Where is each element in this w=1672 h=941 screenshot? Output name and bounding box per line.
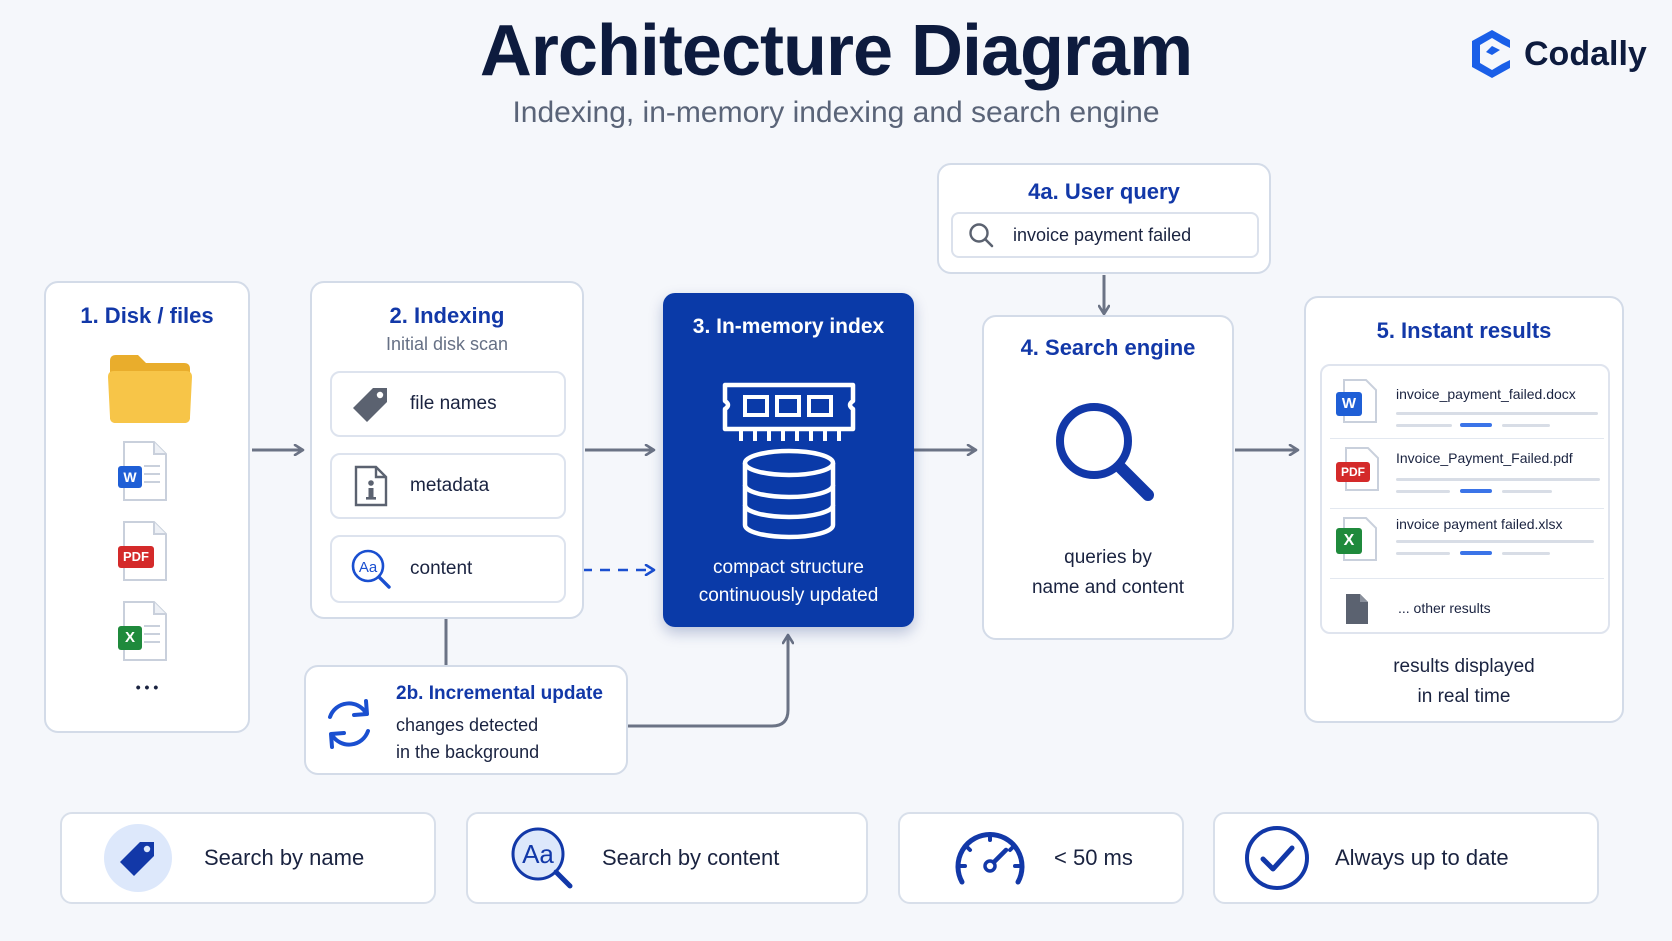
feature-label: Search by content: [602, 845, 780, 870]
text-search-icon: Aa: [511, 827, 573, 889]
info-file-icon: [354, 465, 388, 507]
page-subtitle: Indexing, in-memory indexing and search …: [512, 96, 1160, 129]
result-name: Invoice_Payment_Failed.pdf: [1396, 450, 1573, 466]
feature-label: Search by name: [204, 845, 365, 870]
index-item-label: content: [410, 558, 473, 579]
result-item[interactable]: W invoice_payment_failed.docx: [1336, 370, 1598, 436]
word-badge: W: [118, 466, 142, 488]
result-item[interactable]: X invoice payment failed.xlsx: [1336, 510, 1598, 576]
text-search-icon: Aa: [351, 549, 391, 589]
indexing-title: 2. Indexing: [389, 303, 505, 328]
in-memory-index-line2: continuously updated: [698, 585, 879, 606]
file-icon: [1346, 594, 1368, 624]
in-memory-index-title: 3. In-memory index: [692, 315, 885, 338]
speedometer-icon: [955, 832, 1025, 885]
results-line2: in real time: [1417, 686, 1511, 707]
excel-badge: X: [1336, 528, 1362, 554]
page-title: Architecture Diagram: [479, 11, 1193, 91]
search-input-value: invoice payment failed: [1013, 224, 1192, 245]
indexing-card: 2. Indexing Initial disk scan file names…: [310, 281, 584, 619]
logo-text: Codally: [1524, 34, 1647, 73]
result-name: invoice_payment_failed.docx: [1396, 386, 1576, 402]
incremental-update-card: 2b. Incremental update changes detected …: [304, 665, 628, 775]
incremental-update-line1: changes detected: [396, 715, 539, 735]
excel-badge: X: [118, 626, 142, 650]
result-name: invoice payment failed.xlsx: [1396, 516, 1563, 532]
search-engine-card: 4. Search engine queries by name and con…: [982, 315, 1234, 640]
in-memory-index-card: 3. In-memory index compact structure con…: [663, 293, 914, 627]
folder-icon: [108, 355, 192, 423]
index-item-label: file names: [410, 393, 497, 414]
index-item-label: metadata: [410, 475, 490, 496]
sync-icon: [328, 699, 370, 749]
arrow-incremental-to-memory: [628, 636, 788, 728]
disk-files-title: 1. Disk / files: [80, 303, 214, 328]
feature-always-up-to-date: Always up to date: [1213, 812, 1599, 904]
instant-results-title: 5. Instant results: [1376, 318, 1552, 343]
pdf-badge: PDF: [118, 546, 154, 568]
result-item[interactable]: ... other results: [1336, 580, 1598, 632]
incremental-update-line2: in the background: [396, 742, 540, 762]
more-files-ellipsis: • • •: [135, 679, 159, 695]
feature-search-by-content: Aa Search by content: [466, 812, 868, 904]
disk-files-card: 1. Disk / files W PDF X • • •: [44, 281, 250, 733]
index-item-content: Aa content: [330, 535, 566, 603]
tag-icon: [120, 842, 154, 876]
user-query-card: 4a. User query invoice payment failed: [937, 163, 1271, 274]
word-file-icon: W: [118, 440, 170, 504]
results-line1: results displayed: [1393, 656, 1535, 677]
result-item[interactable]: PDF Invoice_Payment_Failed.pdf: [1336, 440, 1600, 506]
memory-chip-icon: [722, 382, 856, 441]
results-list: W invoice_payment_failed.docx PDF Invoic…: [1320, 364, 1610, 634]
excel-file-icon: X: [118, 600, 170, 664]
indexing-subtitle: Initial disk scan: [385, 334, 509, 354]
search-icon: [969, 223, 994, 248]
incremental-update-title: 2b. Incremental update: [396, 683, 603, 704]
feature-search-by-name: Search by name: [60, 812, 436, 904]
feature-label: < 50 ms: [1054, 845, 1133, 870]
index-item-metadata: metadata: [330, 453, 566, 519]
feature-latency: < 50 ms: [898, 812, 1184, 904]
check-circle-icon: [1245, 826, 1309, 890]
feature-label: Always up to date: [1335, 845, 1509, 870]
search-engine-line1: queries by: [1064, 547, 1152, 568]
magnifier-icon: [1056, 403, 1154, 501]
text-search-icon-label: Aa: [522, 839, 554, 869]
instant-results-card: 5. Instant results W invoice_payment_fai…: [1304, 296, 1624, 723]
database-icon: [742, 448, 836, 540]
pdf-badge: PDF: [1336, 462, 1370, 482]
codally-logo-icon: [1472, 30, 1510, 78]
search-input[interactable]: invoice payment failed: [951, 212, 1259, 258]
tag-icon: [353, 388, 387, 422]
in-memory-index-line1: compact structure: [713, 557, 864, 578]
index-item-file-names: file names: [330, 371, 566, 437]
search-engine-line2: name and content: [1031, 577, 1185, 598]
text-search-icon-label: Aa: [359, 559, 378, 576]
pdf-file-icon: PDF: [118, 520, 170, 584]
word-badge: W: [1336, 392, 1362, 416]
user-query-title: 4a. User query: [1028, 179, 1180, 204]
logo: Codally: [1470, 28, 1647, 80]
result-name: ... other results: [1398, 600, 1491, 616]
search-engine-title: 4. Search engine: [1020, 335, 1196, 360]
